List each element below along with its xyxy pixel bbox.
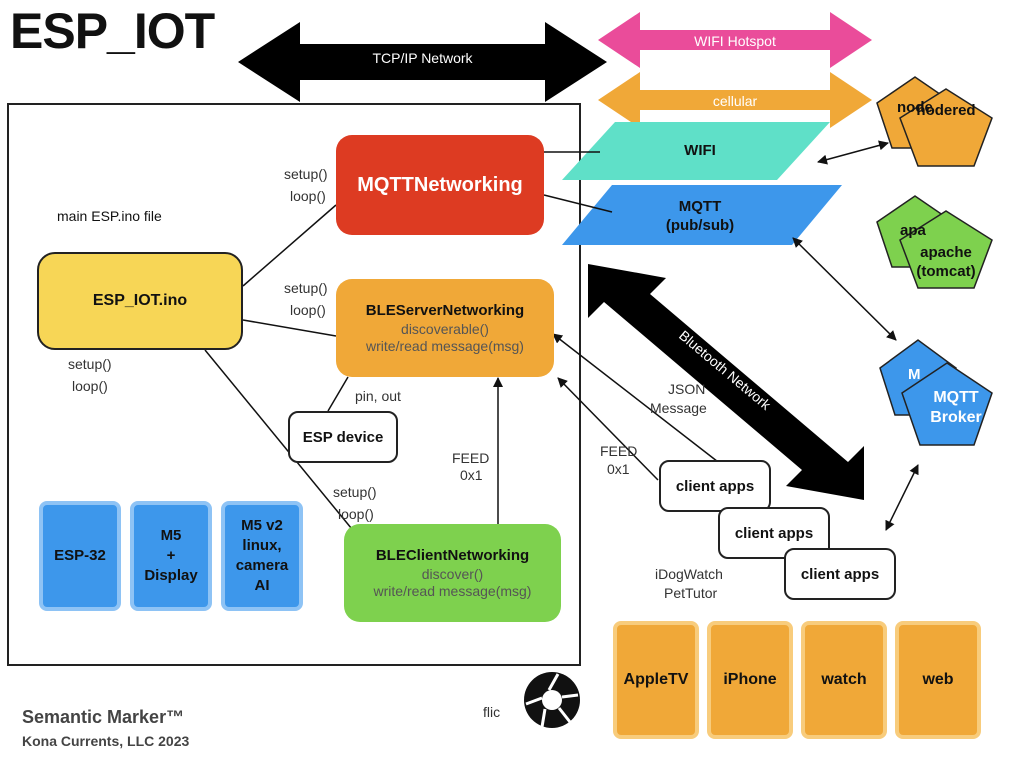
ble-client-message: write/read message(msg) <box>373 583 532 599</box>
chip-line: ESP-32 <box>54 547 106 564</box>
ble-server-name: BLEServerNetworking <box>365 302 525 319</box>
page-title: ESP_IOT <box>10 3 215 59</box>
esp-device-label: ESP device <box>302 428 384 446</box>
cellular-label: cellular <box>712 93 758 109</box>
nodered-server: nodered <box>906 102 986 120</box>
device-label: iPhone <box>723 671 777 688</box>
nodered-label: nodered <box>916 102 976 119</box>
apache-label: apache <box>920 244 972 261</box>
chip-m5-display: M5 + Display <box>130 501 212 611</box>
device-web: web <box>895 621 981 739</box>
esp-device-node: ESP device <box>288 411 398 463</box>
mqtt-networking-node: MQTTNetworking <box>336 135 544 235</box>
mqtt-networking-label: MQTTNetworking <box>357 173 523 196</box>
client-apps-box: client apps <box>784 548 896 600</box>
device-iphone: iPhone <box>707 621 793 739</box>
ble-server-message: write/read message(msg) <box>366 338 524 354</box>
esp-iot-ino-label: ESP_IOT.ino <box>92 292 188 309</box>
idogwatch-label: iDogWatch <box>655 566 723 582</box>
chip-line: + <box>166 547 176 564</box>
ble-client-name: BLEClientNetworking <box>375 547 530 564</box>
wifi-hotspot-label: WIFI Hotspot <box>694 33 776 49</box>
loop-label: loop() <box>72 378 108 394</box>
cellular-arrow <box>598 72 872 128</box>
tomcat-label: (tomcat) <box>916 263 976 280</box>
pettutor-label: PetTutor <box>664 585 718 601</box>
feed-code-label: 0x1 <box>607 461 630 477</box>
mqtt-broker-label: MQTT <box>933 389 979 406</box>
ble-client-discover: discover() <box>421 566 484 582</box>
loop-label: loop() <box>290 188 326 204</box>
mqtt-pubsub-label: MQTT (pub/sub) <box>640 197 760 235</box>
ble-client-networking-node: BLEClientNetworking discover() write/rea… <box>344 524 561 622</box>
footer-brand: Semantic Marker™ <box>22 707 185 727</box>
feed-label: FEED <box>452 450 490 466</box>
main-file-label: main ESP.ino file <box>57 208 162 224</box>
setup-label: setup() <box>284 166 328 182</box>
ble-server-discoverable: discoverable() <box>401 321 489 337</box>
pubsub-label: (pub/sub) <box>665 217 735 234</box>
esp-iot-ino-node: ESP_IOT.ino <box>37 252 243 350</box>
tcpip-network-label: TCP/IP Network <box>372 50 473 66</box>
footer-company: Kona Currents, LLC 2023 <box>22 733 190 749</box>
client-apps-label: client apps <box>675 477 755 495</box>
device-label: AppleTV <box>623 671 689 688</box>
client-apps-box: client apps <box>659 460 771 512</box>
loop-label: loop() <box>290 302 326 318</box>
bluetooth-network-arrow <box>588 264 864 500</box>
device-appletv: AppleTV <box>613 621 699 739</box>
mqtt-parallelogram <box>562 185 842 245</box>
setup-label: setup() <box>284 280 328 296</box>
wifi-hotspot-arrow <box>598 12 872 68</box>
chip-line: M5 v2 <box>241 517 283 534</box>
device-label: watch <box>821 671 867 688</box>
device-watch: watch <box>801 621 887 739</box>
wifi-label: WIFI <box>684 142 716 159</box>
chip-line: camera <box>235 557 289 574</box>
flic-icon <box>524 672 580 728</box>
apache-back-label: apa <box>900 222 926 239</box>
broker-label: Broker <box>930 409 982 426</box>
feed-label: FEED <box>600 443 638 459</box>
json-label: JSON <box>668 381 706 397</box>
mqtt-label: MQTT <box>678 198 722 215</box>
ble-server-networking-node: BLEServerNetworking discoverable() write… <box>336 279 554 377</box>
chip-line: M5 <box>160 527 182 544</box>
tcpip-network-arrow <box>238 22 607 102</box>
client-apps-label: client apps <box>734 524 814 542</box>
chip-line: linux, <box>242 537 282 554</box>
wifi-parallelogram <box>562 122 830 180</box>
message-label: Message <box>650 400 707 416</box>
pin-out-label: pin, out <box>355 388 401 404</box>
chip-esp32: ESP-32 <box>39 501 121 611</box>
feed-code-label: 0x1 <box>460 467 483 483</box>
client-apps-label: client apps <box>800 565 880 583</box>
flic-label: flic <box>483 704 501 720</box>
setup-label: setup() <box>333 484 377 500</box>
chip-line: Display <box>144 567 198 584</box>
chip-m5v2-linux: M5 v2 linux, camera AI <box>221 501 303 611</box>
setup-label: setup() <box>68 356 112 372</box>
mqtt-broker-server: MQTT Broker <box>916 388 996 428</box>
broker-back-label: M <box>908 366 921 383</box>
loop-label: loop() <box>338 506 374 522</box>
device-label: web <box>922 671 954 688</box>
nodered-back-label: node <box>897 99 933 116</box>
main-esp-box <box>7 103 581 666</box>
apache-server: apache (tomcat) <box>906 243 986 281</box>
chip-line: AI <box>254 577 270 594</box>
